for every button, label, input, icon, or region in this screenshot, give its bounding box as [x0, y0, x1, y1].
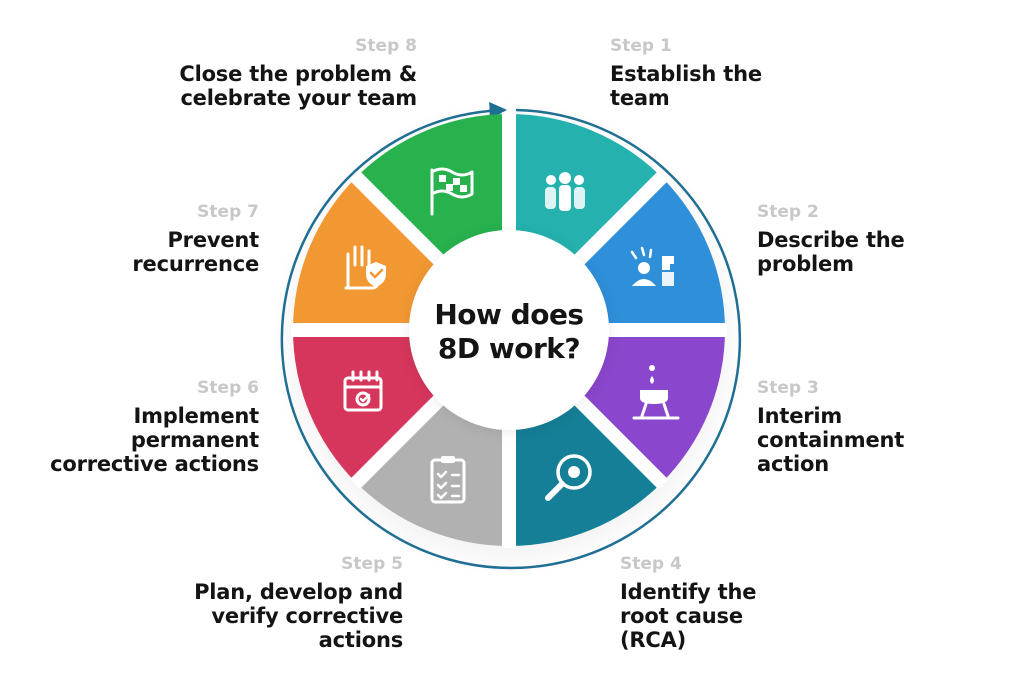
- step-8-title-line-2: celebrate your team: [180, 86, 417, 110]
- hand-shield-icon: [344, 245, 386, 290]
- center-line-1: How does: [434, 298, 584, 331]
- step-3-label: Step 3 Interim containment action: [757, 378, 904, 476]
- step-7-title-line-1: Prevent: [167, 228, 259, 252]
- finish-flag-icon: [430, 167, 474, 216]
- step-4-title-line-1: Identify the: [620, 580, 757, 604]
- step-5-title-line-1: Plan, develop and: [194, 580, 403, 604]
- step-8-title-line-1: Close the problem &: [179, 62, 417, 86]
- step-3-title-line-1: Interim: [757, 404, 843, 428]
- center-line-2: 8D work?: [437, 332, 581, 365]
- step-3-number: Step 3: [757, 378, 819, 398]
- step-4-label: Step 4 Identify the root cause (RCA): [620, 554, 756, 652]
- step-8-label: Step 8 Close the problem & celebrate you…: [179, 36, 417, 110]
- step-4-number: Step 4: [620, 554, 682, 574]
- step-3-title-line-3: action: [757, 452, 830, 476]
- step-6-number: Step 6: [197, 378, 259, 398]
- checklist-clipboard-icon: [430, 456, 466, 504]
- step-5-title-line-2: verify corrective: [211, 604, 403, 628]
- center-question: How does 8D work?: [409, 298, 609, 366]
- step-2-number: Step 2: [757, 202, 819, 222]
- step-4-title-line-3: (RCA): [620, 628, 687, 652]
- step-6-label: Step 6 Implement permanent corrective ac…: [50, 378, 259, 476]
- center-circle: [409, 230, 609, 430]
- step-7-number: Step 7: [197, 202, 259, 222]
- step-7-title-line-2: recurrence: [132, 252, 259, 276]
- step-6-title-line-3: corrective actions: [50, 452, 259, 476]
- step-7-label: Step 7 Prevent recurrence: [132, 202, 259, 276]
- step-1-title-line-2: team: [610, 86, 670, 110]
- calendar-check-icon: [343, 370, 383, 412]
- cycle-arrow-ring: [280, 101, 742, 570]
- step-5-title-line-3: actions: [318, 628, 404, 652]
- step-5-label: Step 5 Plan, develop and verify correcti…: [194, 554, 403, 652]
- step-2-title-line-2: problem: [757, 252, 854, 276]
- step-3-title-line-2: containment: [757, 428, 905, 452]
- team-icon: [545, 172, 585, 211]
- step-2-title-line-1: Describe the: [757, 228, 905, 252]
- step-8-number: Step 8: [355, 36, 417, 56]
- containment-tray-icon: [632, 365, 680, 420]
- step-1-title-line-1: Establish the: [610, 62, 762, 86]
- step-2-label: Step 2 Describe the problem: [757, 202, 905, 276]
- step-1-label: Step 1 Establish the team: [610, 36, 762, 110]
- step-5-number: Step 5: [341, 554, 403, 574]
- step-4-title-line-2: root cause: [620, 604, 743, 628]
- magnifier-eye-icon: [545, 454, 592, 501]
- step-6-title-line-2: permanent: [130, 428, 259, 452]
- step-6-title-line-1: Implement: [133, 404, 260, 428]
- step-1-number: Step 1: [610, 36, 672, 56]
- problem-puzzle-icon: [630, 246, 674, 286]
